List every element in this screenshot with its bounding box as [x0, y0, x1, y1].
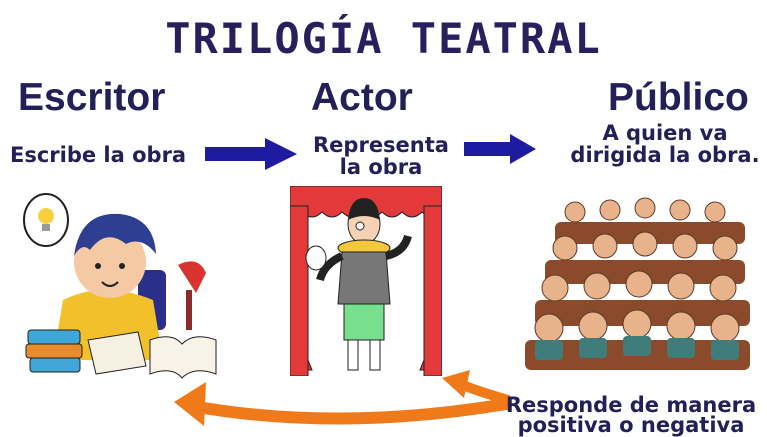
feedback-arrow-icon [174, 382, 508, 426]
feedback-line-1: Responde de manera [505, 393, 757, 417]
arrow-writer-to-actor-icon [205, 138, 297, 170]
heading-actor: Actor [311, 76, 413, 119]
diagram-title: TRILOGÍA TEATRAL [165, 14, 602, 63]
desc-publico: A quien va dirigida la obra. [565, 122, 765, 166]
feedback-arrow-short-icon [442, 370, 510, 405]
actor-on-stage-illustration-icon [290, 186, 442, 376]
desc-actor-line-1: Representa [313, 133, 449, 157]
feedback-text: Responde de manera positiva o negativa [498, 393, 764, 437]
heading-escritor: Escritor [18, 76, 166, 119]
desc-publico-line-1: A quien va [602, 121, 728, 145]
heading-publico: Público [608, 76, 749, 119]
feedback-line-2: positiva o negativa [517, 413, 745, 437]
audience-illustration-icon [525, 197, 750, 370]
desc-escritor: Escribe la obra [10, 143, 187, 167]
desc-publico-line-2: dirigida la obra. [570, 143, 760, 167]
desc-actor-line-2: la obra [339, 155, 423, 179]
writer-illustration-icon [23, 193, 217, 379]
desc-actor: Representa la obra [306, 134, 456, 178]
arrow-actor-to-audience-icon [464, 134, 536, 164]
